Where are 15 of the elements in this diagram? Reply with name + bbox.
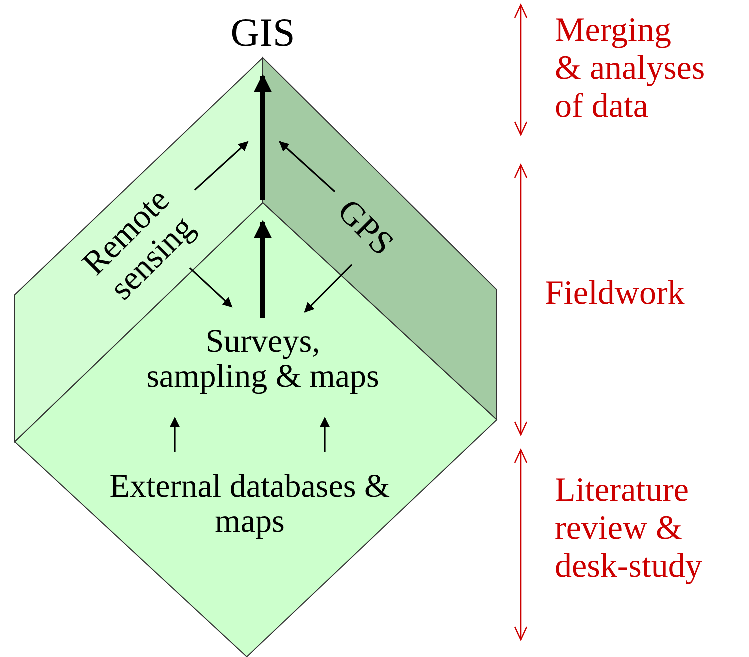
node-label: External databases & maps [100,470,400,541]
arrow [189,268,233,308]
arrow [194,141,249,191]
arrow [304,264,353,313]
arrow [320,417,330,452]
node-label: Surveys, sampling & maps [144,324,382,396]
arrow [279,141,336,192]
node-label: GIS [208,10,318,54]
stage-label: Merging & analyses of data [555,12,706,126]
stage-label: Fieldwork [545,275,686,314]
stage-label: Literature review & desk-study [555,472,704,586]
node-label: GPS [316,180,414,276]
arrow [170,417,180,452]
arrow [254,74,272,200]
arrow [254,220,272,318]
